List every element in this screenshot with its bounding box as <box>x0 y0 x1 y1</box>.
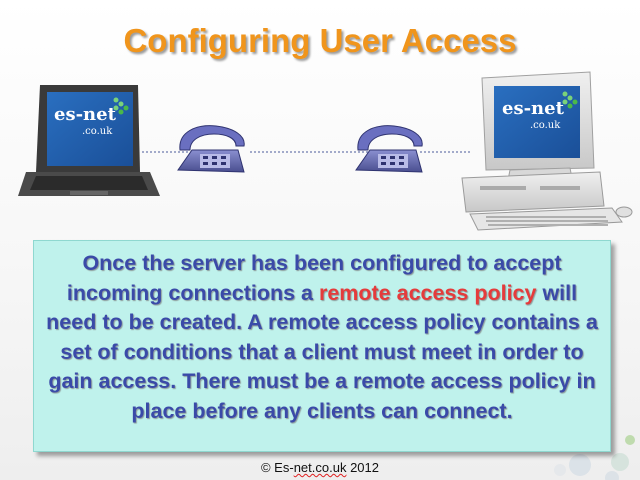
slide-title: Configuring User Access <box>123 22 517 59</box>
telephone-left-icon <box>177 125 245 173</box>
description-text-box: Once the server has been configured to a… <box>33 240 611 452</box>
footer-site: net.co.uk <box>293 460 347 475</box>
laptop-logo-brand: es-net <box>54 104 117 125</box>
network-diagram: es-net .co.uk <box>18 71 633 231</box>
telephone-right-icon <box>355 125 423 173</box>
laptop-icon: es-net .co.uk <box>18 85 160 196</box>
footer-year: 2012 <box>346 460 379 475</box>
desktop-computer-icon: es-net .co.uk <box>461 71 633 231</box>
desktop-logo-domain: .co.uk <box>530 120 561 131</box>
laptop-logo-domain: .co.uk <box>82 126 113 137</box>
desktop-logo-brand: es-net <box>502 98 565 119</box>
body-text-start: Once the server has been configured to a… <box>66 251 562 305</box>
copyright-footer: © Es-net.co.uk 2012 <box>0 460 640 475</box>
highlight-remote-access-policy: remote access policy <box>318 280 537 305</box>
body-text-end: will need to be created. A remote access… <box>46 280 598 423</box>
footer-prefix: © Es- <box>260 460 294 475</box>
